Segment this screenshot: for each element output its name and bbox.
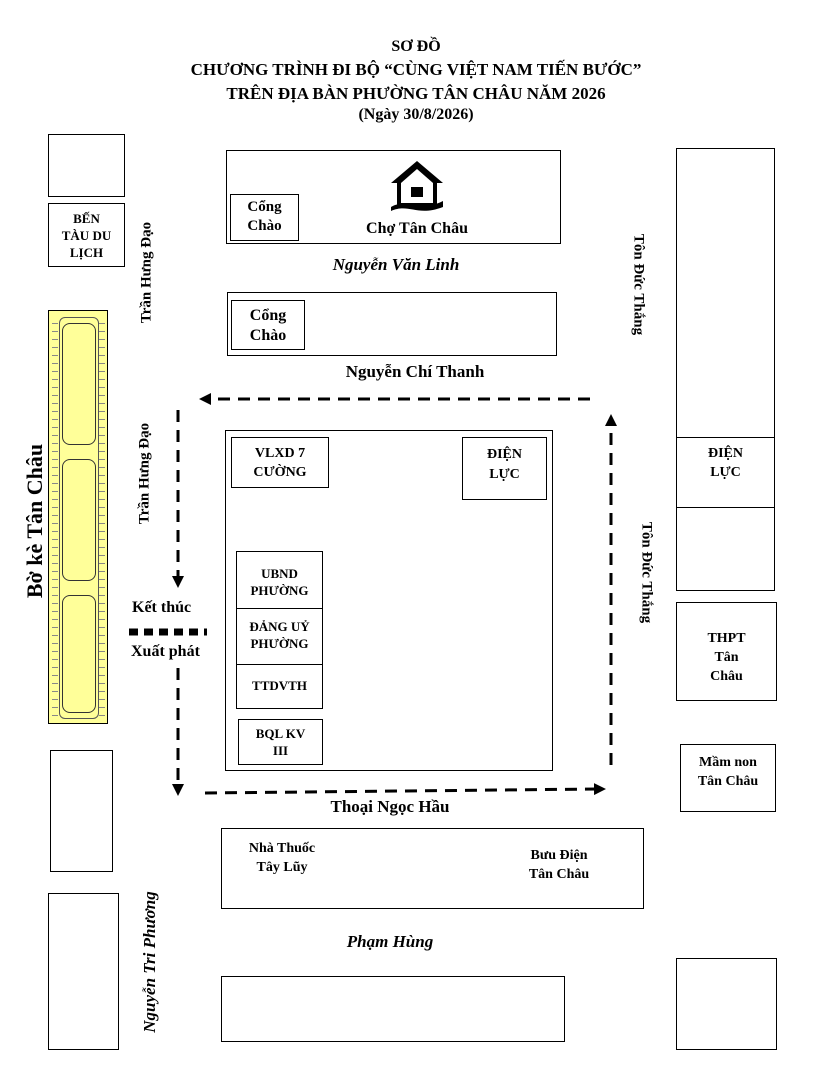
street-bo-ke: Bờ kè Tân Châu <box>22 443 47 599</box>
dang-uy-phuong: ĐẢNG UỶ PHƯỜNG <box>236 608 323 665</box>
cong-chao-2: Cổng Chào <box>231 300 305 350</box>
finish-label: Kết thúc <box>132 599 192 616</box>
cho-tan-chau-label: Chợ Tân Châu <box>366 220 468 237</box>
block-left-bottom <box>48 893 119 1050</box>
house-icon <box>391 161 443 211</box>
dien-luc-2: ĐIỆN LỰC <box>676 437 775 508</box>
street-tran-hung-dao-1: Trần Hưng Đạo <box>138 221 155 324</box>
street-pham-hung: Phạm Hùng <box>346 932 434 951</box>
street-tran-hung-dao-2: Trần Hưng Đạo <box>136 422 153 525</box>
ubnd-phuong: UBND PHƯỜNG <box>236 551 323 609</box>
start-label: Xuất phát <box>131 643 200 660</box>
street-nguyen-van-linh: Nguyễn Văn Linh <box>332 255 460 274</box>
embankment-segment <box>62 595 96 713</box>
vlxd-7-cuong: VLXD 7 CƯỜNG <box>231 437 329 488</box>
street-nguyen-chi-thanh: Nguyễn Chí Thanh <box>345 362 485 381</box>
block-left-top <box>48 134 125 197</box>
block-bottom-empty <box>221 976 565 1042</box>
bql-kv-iii: BQL KV III <box>238 719 323 765</box>
embankment-segment <box>62 459 96 581</box>
street-ton-duc-thang-2: Tôn Đức Thắng <box>638 521 655 624</box>
embankment-ladder-left <box>52 316 58 718</box>
embankment-inner <box>59 317 99 719</box>
diagram-title: SƠ ĐỒ <box>391 38 441 55</box>
street-nguyen-tri-phuong: Nguyễn Tri Phương <box>140 891 159 1033</box>
buu-dien-tan-chau: Bưu Điện Tân Châu <box>528 848 590 882</box>
block-central: VLXD 7 CƯỜNG ĐIỆN LỰC UBND PHƯỜNG ĐẢNG U… <box>225 430 553 771</box>
dien-luc-1: ĐIỆN LỰC <box>462 437 547 500</box>
embankment <box>48 310 108 724</box>
block-bottom: Nhà Thuốc Tây Lũy Bưu Điện Tân Châu <box>221 828 644 909</box>
block-cho: Cổng Chào Chợ Tân Châu <box>226 150 561 244</box>
ttdvth: TTDVTH <box>236 664 323 709</box>
ben-tau-du-lich: BẾN TÀU DU LỊCH <box>48 203 125 267</box>
street-thoai-ngoc-hau: Thoại Ngọc Hầu <box>330 797 450 816</box>
embankment-segment <box>62 323 96 445</box>
street-ton-duc-thang-1: Tôn Đức Thắng <box>630 233 647 336</box>
block-left-mid <box>50 750 113 872</box>
location-line: TRÊN ĐỊA BÀN PHƯỜNG TÂN CHÂU NĂM 2026 <box>226 84 606 103</box>
event-date: (Ngày 30/8/2026) <box>358 106 474 123</box>
mam-non-tan-chau: Mầm non Tân Châu <box>680 744 776 812</box>
route-segment-bottom <box>204 783 606 796</box>
program-name: CHƯƠNG TRÌNH ĐI BỘ “CÙNG VIỆT NAM TIẾN B… <box>190 60 642 79</box>
nha-thuoc-tay-luy: Nhà Thuốc Tây Lũy <box>248 841 316 875</box>
block-right-mid <box>676 507 775 591</box>
block-right-bottom <box>676 958 777 1050</box>
thpt-tan-chau: THPT Tân Châu <box>676 602 777 701</box>
block-right-top <box>676 148 775 438</box>
embankment-ladder-right <box>99 316 105 718</box>
cong-chao-1: Cổng Chào <box>230 194 299 241</box>
block-cong-chao-2: Cổng Chào <box>227 292 557 356</box>
